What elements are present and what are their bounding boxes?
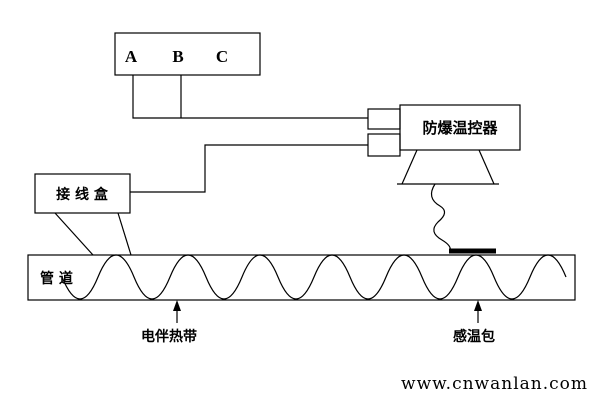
sensor-arrowhead: [474, 300, 482, 311]
junction-box-leg-right: [117, 212, 132, 256]
controller-terminal-bottom: [367, 133, 401, 157]
junction-box: [34, 173, 131, 214]
heat-trace-label: 电伴热带: [141, 328, 197, 345]
controller-stand-left: [401, 149, 418, 185]
heat-trace-arrowhead: [173, 300, 181, 311]
watermark: www.cnwanlan.com: [401, 374, 588, 394]
junction-box-label: 接 线 盒: [56, 186, 109, 203]
controller-terminal-top: [367, 108, 401, 130]
heating-cable-wave: [61, 254, 567, 300]
phase-a-label: A: [125, 47, 138, 66]
controller-stand-right: [478, 149, 495, 185]
pipe-label: 管 道: [40, 270, 73, 287]
junction-box-leg-left: [54, 212, 94, 256]
controller-label: 防爆温控器: [422, 119, 498, 137]
control-wire: [130, 144, 368, 193]
phase-c-label: C: [216, 47, 228, 66]
power-wire-1: [132, 75, 368, 119]
sensor-capillary: [430, 183, 451, 252]
sensor-label: 感温包: [453, 328, 495, 345]
power-supply-box: [114, 32, 261, 76]
phase-b-label: B: [172, 47, 183, 66]
pipe: [27, 254, 576, 301]
